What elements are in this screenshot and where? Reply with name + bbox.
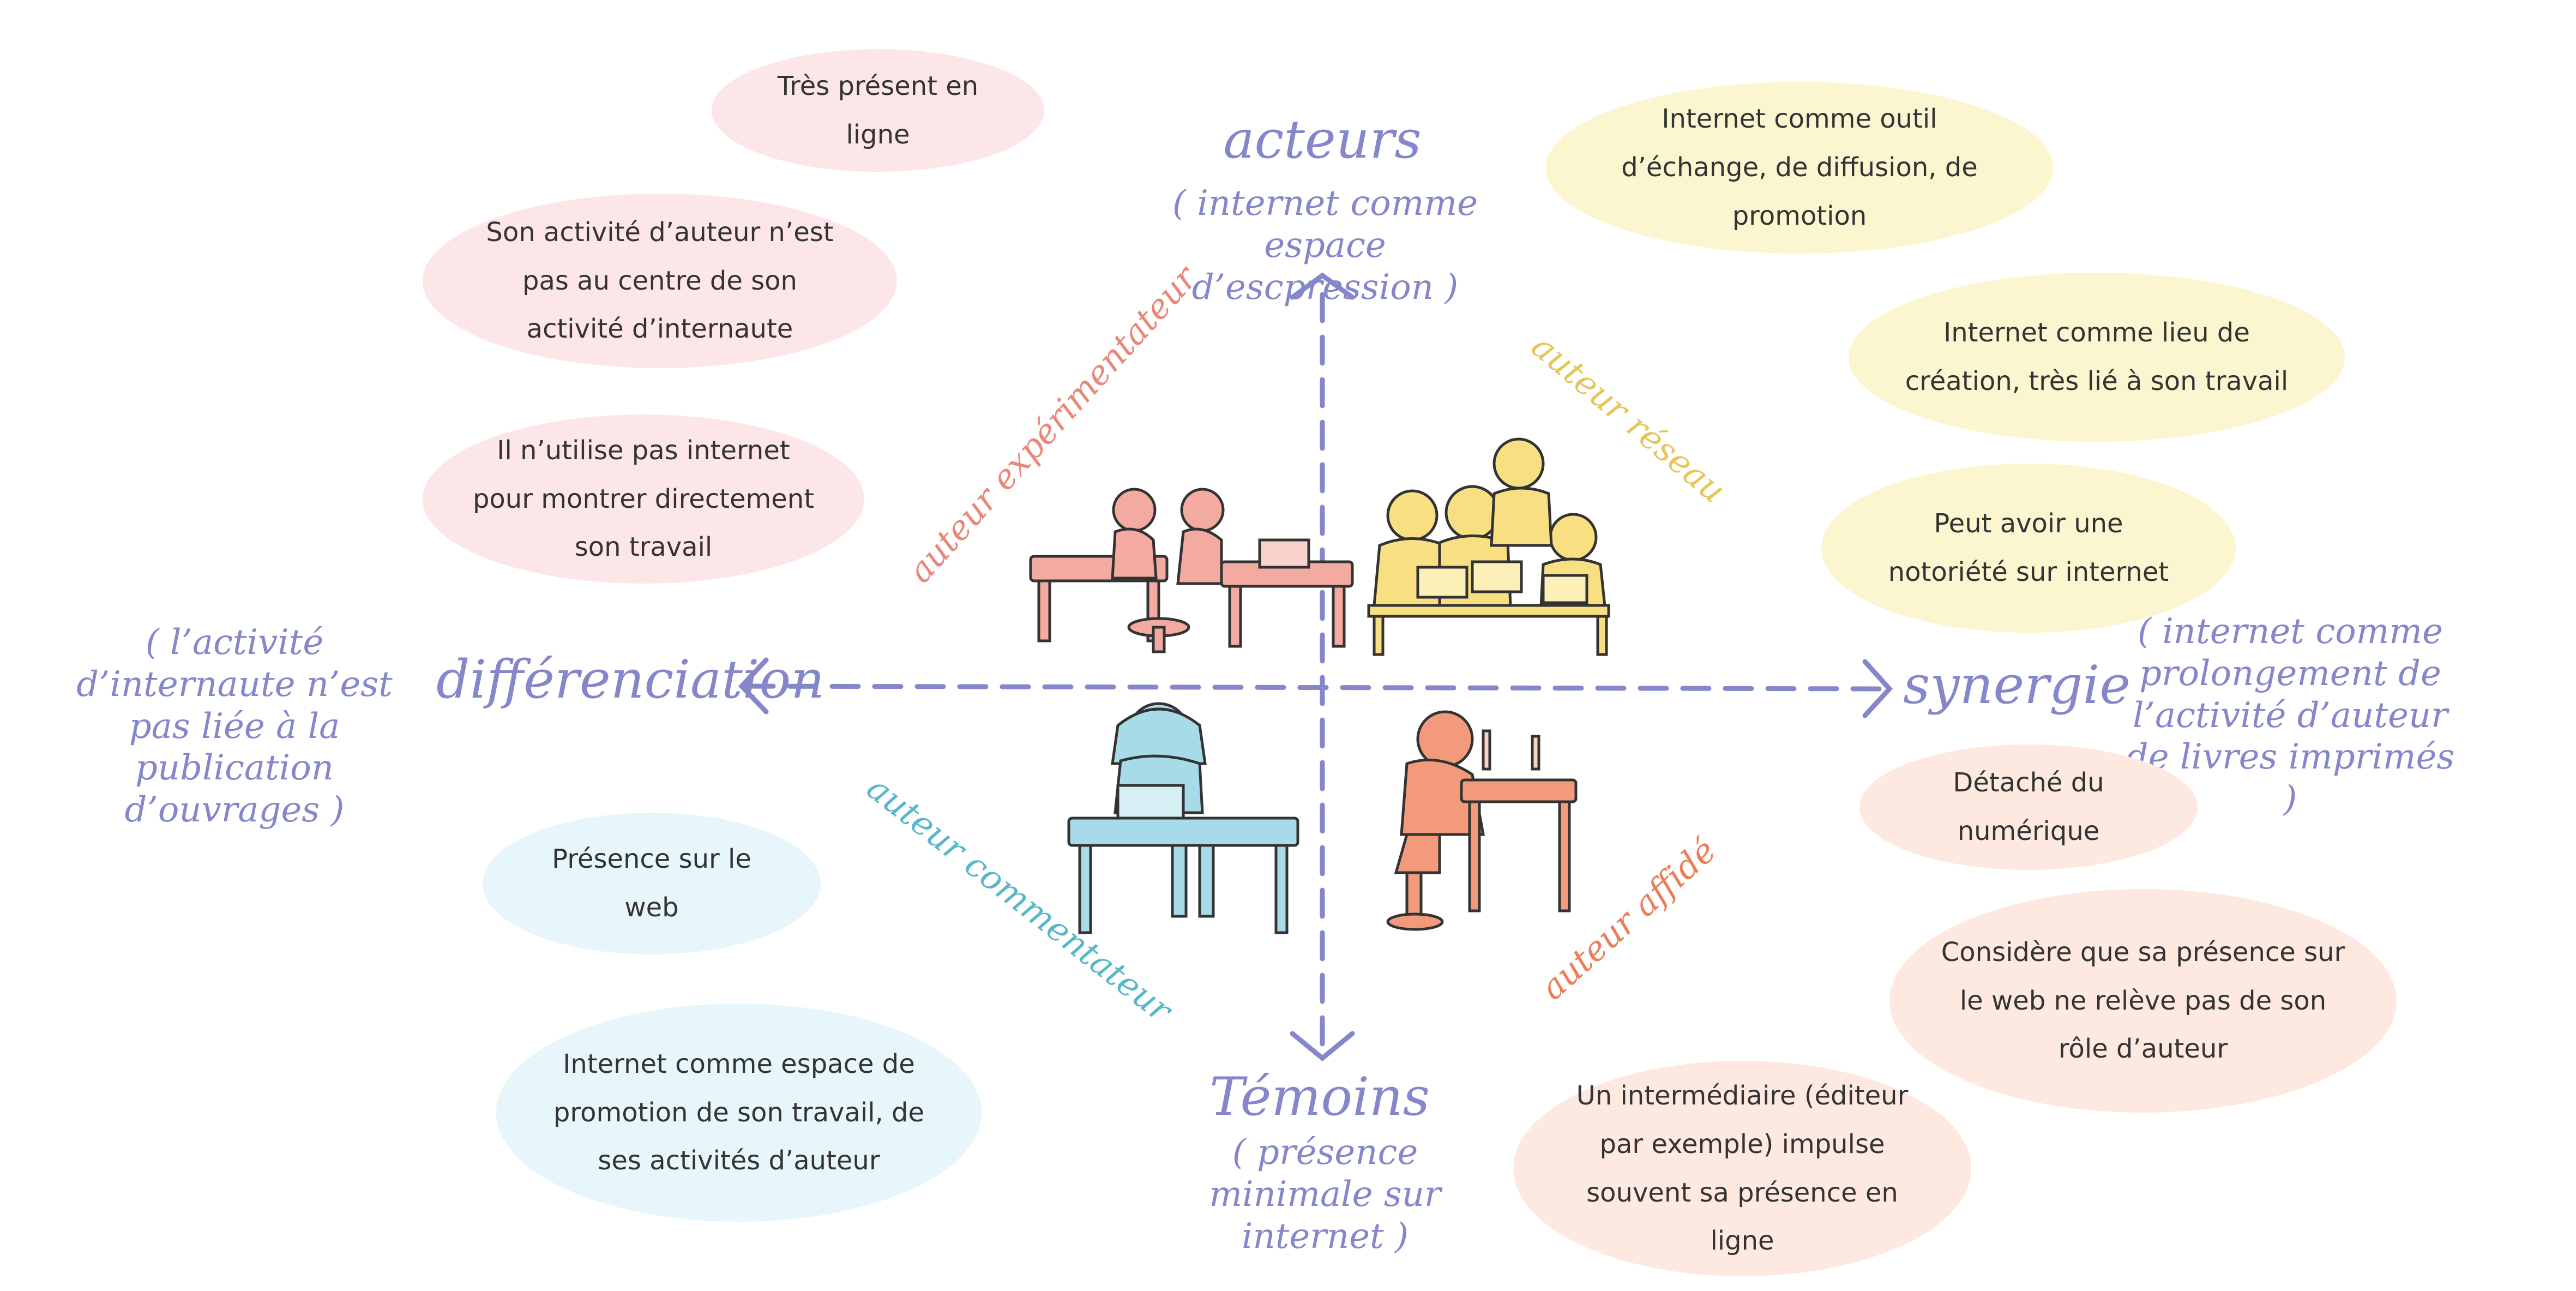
bubble-creation-place: Internet comme lieu de création, très li… xyxy=(1849,273,2345,442)
bubble-web-presence: Présence sur le web xyxy=(483,813,821,954)
bubble-not-author-role: Considère que sa présence sur le web ne … xyxy=(1889,889,2397,1113)
bubble-promotion-space: Internet comme espace de promotion de so… xyxy=(496,1004,982,1222)
axis-right-title: synergie xyxy=(1903,654,2130,716)
experimenter-illustration xyxy=(1029,488,1354,653)
commentator-illustration xyxy=(1067,702,1299,934)
bubble-very-present-online: Très présent en ligne xyxy=(712,49,1044,172)
horizontal-axis xyxy=(744,683,1884,692)
bubble-author-activity-not-central: Son activité d’auteur n’est pas au centr… xyxy=(423,194,897,368)
axis-bottom-note: ( présence minimale sur internet ) xyxy=(1209,1132,1441,1257)
arrow-down-icon xyxy=(1290,1031,1355,1061)
bubble-intermediary: Un intermédiaire (éditeur par exemple) i… xyxy=(1513,1061,1971,1276)
axis-right-note: ( internet comme prolongement de l’activ… xyxy=(2126,611,2455,820)
axis-top-title: acteurs xyxy=(1223,109,1422,170)
arrow-left-icon xyxy=(738,657,769,714)
network-illustration xyxy=(1367,437,1610,656)
axis-bottom-title: Témoins xyxy=(1209,1066,1430,1127)
axis-left-note: ( l’activité d’internaute n’est pas liée… xyxy=(76,622,393,831)
axis-left-title: différenciation xyxy=(436,649,825,710)
affiliated-illustration xyxy=(1386,710,1578,931)
bubble-exchange-tool: Internet comme outil d’échange, de diffu… xyxy=(1546,82,2053,254)
arrow-right-icon xyxy=(1862,659,1893,718)
bubble-detached-digital: Détaché du numérique xyxy=(1859,744,2198,870)
bubble-not-showing-work: Il n’utilise pas internet pour montrer d… xyxy=(423,415,864,584)
bubble-notoriety: Peut avoir une notoriété sur internet xyxy=(1821,464,2236,633)
axis-top-note: ( internet comme espace d’escpression ) xyxy=(1172,183,1478,308)
arrow-up-icon xyxy=(1290,272,1355,300)
